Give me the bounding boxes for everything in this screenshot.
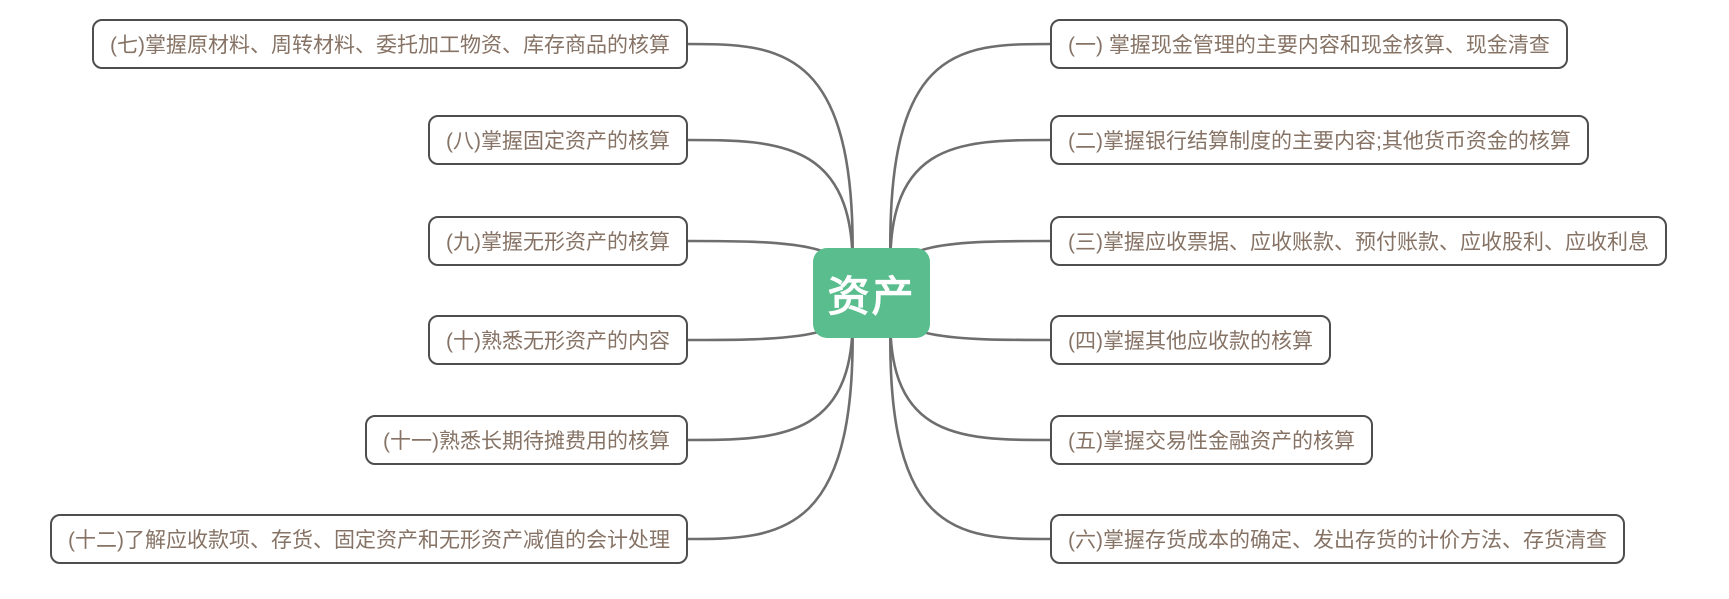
- connector-line: [889, 291, 1054, 541]
- branch-10-label: (十)熟悉无形资产的内容: [446, 330, 670, 353]
- branch-9-label: (九)掌握无形资产的核算: [446, 231, 670, 254]
- branch-5[interactable]: (五)掌握交易性金融资产的核算: [1050, 415, 1373, 465]
- branch-11-label: (十一)熟悉长期待摊费用的核算: [383, 430, 670, 453]
- branch-4[interactable]: (四)掌握其他应收款的核算: [1050, 315, 1331, 365]
- branch-1-label: (一) 掌握现金管理的主要内容和现金核算、现金清查: [1068, 34, 1550, 57]
- branch-10[interactable]: (十)熟悉无形资产的内容: [428, 315, 688, 365]
- branch-9[interactable]: (九)掌握无形资产的核算: [428, 216, 688, 266]
- branch-7-label: (七)掌握原材料、周转材料、委托加工物资、库存商品的核算: [110, 34, 670, 57]
- branch-5-label: (五)掌握交易性金融资产的核算: [1068, 430, 1355, 453]
- branch-3-label: (三)掌握应收票据、应收账款、预付账款、应收股利、应收利息: [1068, 231, 1649, 254]
- branch-12-label: (十二)了解应收款项、存货、固定资产和无形资产减值的会计处理: [68, 529, 670, 552]
- branch-2[interactable]: (二)掌握银行结算制度的主要内容;其他货币资金的核算: [1050, 115, 1589, 165]
- branch-11[interactable]: (十一)熟悉长期待摊费用的核算: [365, 415, 688, 465]
- connector-line: [684, 291, 854, 541]
- connector-line: [889, 138, 1054, 295]
- branch-6[interactable]: (六)掌握存货成本的确定、发出存货的计价方法、存货清查: [1050, 514, 1625, 564]
- branch-7[interactable]: (七)掌握原材料、周转材料、委托加工物资、库存商品的核算: [92, 19, 688, 69]
- branch-6-label: (六)掌握存货成本的确定、发出存货的计价方法、存货清查: [1068, 529, 1607, 552]
- branch-12[interactable]: (十二)了解应收款项、存货、固定资产和无形资产减值的会计处理: [50, 514, 688, 564]
- branch-4-label: (四)掌握其他应收款的核算: [1068, 330, 1313, 353]
- connector-line: [684, 42, 854, 295]
- connector-line: [889, 42, 1054, 295]
- branch-8-label: (八)掌握固定资产的核算: [446, 130, 670, 153]
- branch-8[interactable]: (八)掌握固定资产的核算: [428, 115, 688, 165]
- branch-2-label: (二)掌握银行结算制度的主要内容;其他货币资金的核算: [1068, 130, 1571, 153]
- branch-1[interactable]: (一) 掌握现金管理的主要内容和现金核算、现金清查: [1050, 19, 1568, 69]
- branch-3[interactable]: (三)掌握应收票据、应收账款、预付账款、应收股利、应收利息: [1050, 216, 1667, 266]
- root-node-label: 资产: [827, 272, 916, 320]
- root-node[interactable]: 资产: [813, 248, 930, 338]
- connector-line: [684, 138, 854, 295]
